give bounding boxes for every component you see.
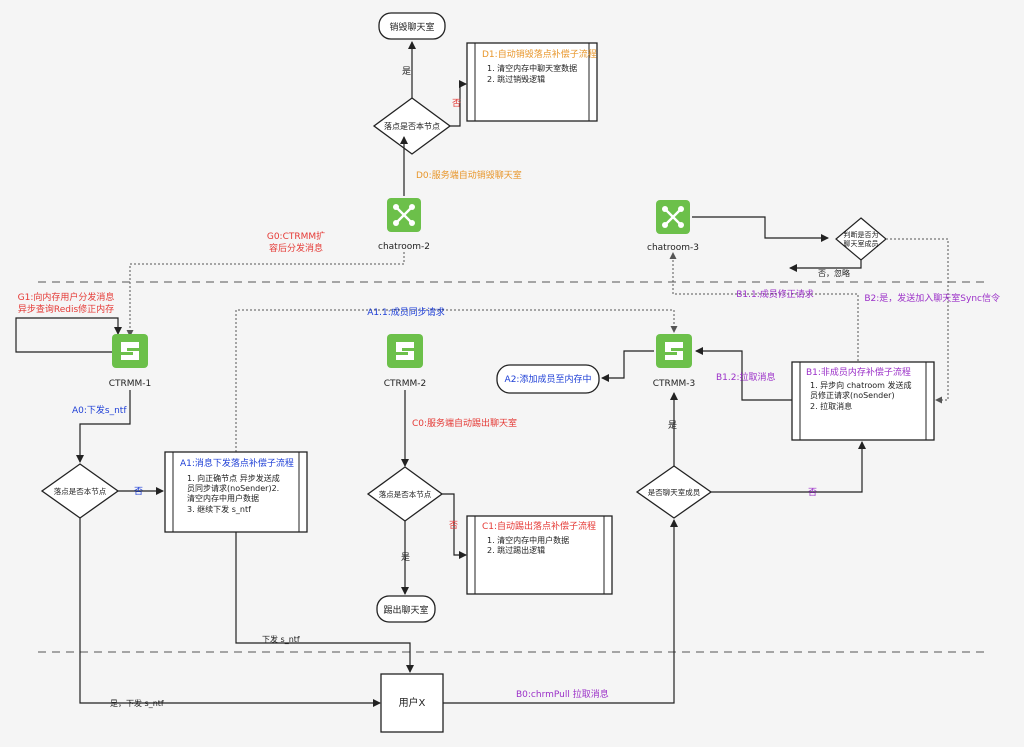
decision-c: 落点是否本节点 bbox=[366, 466, 444, 522]
b1-line2: 员修正请求(noSender) bbox=[810, 390, 895, 400]
user-x-label: 用户X bbox=[399, 696, 426, 709]
g0-label-line2: 容后分发消息 bbox=[269, 242, 323, 254]
b1-line1: 1. 异步向 chatroom 发送成 bbox=[810, 380, 911, 390]
no-label-a: 否 bbox=[134, 486, 143, 497]
g1-label-line2: 异步查询Redis修正内存 bbox=[18, 303, 114, 315]
b12-label: B1.2:拉取消息 bbox=[716, 371, 776, 383]
d1-line1: 1. 清空内存中聊天室数据 bbox=[487, 63, 577, 73]
send-sntf-label: 下发 s_ntf bbox=[262, 634, 300, 644]
judge-member-l2: 聊天室成员 bbox=[844, 239, 879, 248]
kick-room-terminal: 踢出聊天室 bbox=[376, 595, 436, 623]
a1-title: A1:消息下发落点补偿子流程 bbox=[180, 457, 294, 469]
a1-line2: 员同步请求(noSender)2. bbox=[187, 483, 279, 493]
yes-label-d: 是 bbox=[402, 66, 411, 77]
decision-member: 是否聊天室成员 bbox=[635, 465, 713, 519]
decision-a-label: 落点是否本节点 bbox=[54, 486, 107, 496]
no-label-b: 否 bbox=[808, 487, 817, 498]
c1-line2: 2. 跳过踢出逻辑 bbox=[487, 545, 545, 555]
chatroom-3-label: chatroom-3 bbox=[647, 243, 699, 253]
no-label-c: 否 bbox=[449, 520, 458, 531]
d1-process-box: D1:自动销毁落点补偿子流程 1. 清空内存中聊天室数据 2. 跳过销毁逻辑 bbox=[466, 42, 598, 122]
no-label-d: 否 bbox=[452, 98, 461, 109]
b11-label: B1.1:成员修正请求 bbox=[736, 288, 814, 300]
a2-terminal: A2:添加成员至内存中 bbox=[496, 364, 600, 394]
destroy-room-terminal: 销毁聊天室 bbox=[378, 12, 446, 40]
chatroom-2-node: chatroom-2 bbox=[378, 198, 430, 252]
b1-process-box: B1:非成员内存补偿子流程 1. 异步向 chatroom 发送成 员修正请求(… bbox=[791, 361, 935, 441]
decision-a: 落点是否本节点 bbox=[40, 463, 120, 519]
d1-line2: 2. 跳过销毁逻辑 bbox=[487, 74, 545, 84]
yes-label-c: 是 bbox=[401, 552, 410, 563]
a2-label: A2:添加成员至内存中 bbox=[505, 373, 592, 385]
b0-label: B0:chrmPull 拉取消息 bbox=[516, 688, 609, 700]
a1-line3: 清空内存中用户数据 bbox=[187, 493, 259, 503]
chatroom-2-label: chatroom-2 bbox=[378, 242, 430, 252]
a1-process-box: A1:消息下发落点补偿子流程 1. 向正确节点 异步发送成 员同步请求(noSe… bbox=[164, 451, 308, 533]
decision-judge-member: 判断是否为 聊天室成员 bbox=[835, 217, 887, 261]
g0-label-line1: G0:CTRMM扩 bbox=[267, 230, 325, 242]
ctrmm-3-node: CTRMM-3 bbox=[653, 334, 696, 389]
c1-line1: 1. 清空内存中用户数据 bbox=[487, 535, 569, 545]
d1-title: D1:自动销毁落点补偿子流程 bbox=[482, 48, 597, 60]
a1-line1: 1. 向正确节点 异步发送成 bbox=[187, 473, 280, 483]
destroy-room-label: 销毁聊天室 bbox=[389, 21, 434, 33]
ctrmm-3-label: CTRMM-3 bbox=[653, 379, 696, 389]
ctrmm-2-label: CTRMM-2 bbox=[384, 379, 427, 389]
judge-member-l1: 判断是否为 bbox=[844, 230, 879, 239]
c1-process-box: C1:自动踢出落点补偿子流程 1. 清空内存中用户数据 2. 跳过踢出逻辑 bbox=[466, 515, 613, 595]
no-ignore-label: 否，忽略 bbox=[818, 268, 850, 278]
yes-label-b: 是 bbox=[668, 420, 677, 431]
c1-title: C1:自动踢出落点补偿子流程 bbox=[482, 520, 596, 532]
kick-room-label: 踢出聊天室 bbox=[383, 604, 428, 616]
decision-d-label: 落点是否本节点 bbox=[384, 121, 440, 131]
a11-label: A1.1:成员同步请求 bbox=[367, 306, 445, 318]
b1-title: B1:非成员内存补偿子流程 bbox=[806, 366, 911, 378]
chatroom-3-node: chatroom-3 bbox=[647, 200, 699, 253]
g1-label-line1: G1:向内存用户分发消息 bbox=[18, 291, 115, 303]
user-x-box: 用户X bbox=[380, 673, 444, 733]
b2-label: B2:是，发送加入聊天室Sync信令 bbox=[864, 292, 1000, 304]
decision-member-label: 是否聊天室成员 bbox=[648, 487, 701, 497]
decision-d: 落点是否本节点 bbox=[372, 97, 452, 155]
d0-label: D0:服务端自动销毁聊天室 bbox=[416, 169, 522, 181]
a0-label: A0:下发s_ntf bbox=[72, 404, 127, 416]
b1-line3: 2. 拉取消息 bbox=[810, 401, 852, 411]
decision-c-label: 落点是否本节点 bbox=[379, 489, 432, 499]
yes-send-sntf-label: 是，下发 s_ntf bbox=[110, 698, 164, 708]
ctrmm-2-node: CTRMM-2 bbox=[384, 334, 427, 389]
ctrmm-1-node: CTRMM-1 bbox=[109, 334, 152, 389]
ctrmm-1-label: CTRMM-1 bbox=[109, 379, 152, 389]
c0-label: C0:服务端自动踢出聊天室 bbox=[412, 417, 517, 429]
a1-line4: 3. 继续下发 s_ntf bbox=[187, 504, 251, 514]
